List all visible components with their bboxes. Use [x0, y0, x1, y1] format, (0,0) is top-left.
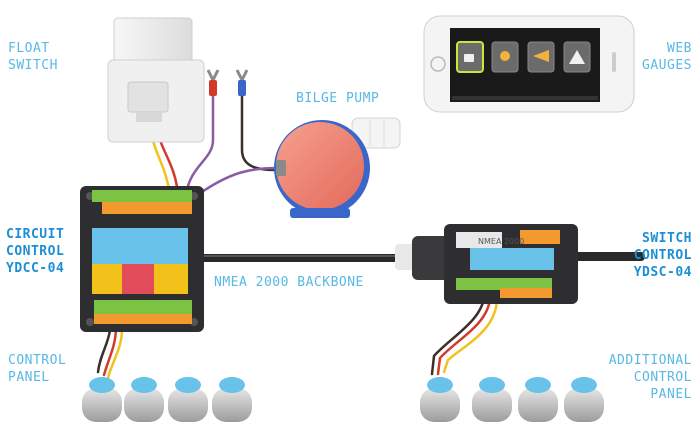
additional-control-panel-label: ADDITIONAL CONTROL PANEL	[608, 353, 692, 402]
gauge-bilge-icon	[563, 41, 591, 73]
circuit-control-board	[80, 186, 204, 332]
control-panel-label: CONTROL PANEL	[8, 353, 67, 385]
additional-control-panel-buttons	[420, 377, 604, 422]
additional-panel-button-3	[518, 377, 558, 422]
switch-control-label: SWITCH CONTROL YDSC-04	[633, 231, 692, 280]
circuit-control-label: CIRCUIT CONTROL YDCC-04	[6, 227, 65, 276]
bilge-pump	[274, 117, 401, 218]
panel-button-3	[168, 377, 208, 422]
nmea-backbone-label: NMEA 2000 BACKBONE	[214, 275, 364, 290]
bilge-pump-label: BILGE PUMP	[296, 91, 380, 106]
panel-button-4	[212, 377, 252, 422]
additional-panel-button-2	[472, 377, 512, 422]
panel-button-1	[82, 377, 122, 422]
web-gauges-label: WEB GAUGES	[642, 41, 692, 73]
panel-button-2	[124, 377, 164, 422]
gauge-light-bulb-icon	[491, 41, 519, 73]
additional-panel-button-1	[420, 377, 460, 422]
float-switch-label: FLOAT SWITCH	[8, 41, 58, 73]
phone-web-gauges	[423, 15, 635, 113]
terminal-lugs	[206, 69, 249, 96]
float-switch	[107, 17, 205, 143]
gauge-cup-icon	[456, 41, 484, 73]
switch-board-print: NMEA 2000	[478, 237, 524, 246]
gauge-horn-icon	[527, 41, 555, 73]
additional-panel-button-4	[564, 377, 604, 422]
control-panel-buttons	[82, 377, 252, 422]
switch-control-board: NMEA 2000	[444, 224, 578, 304]
